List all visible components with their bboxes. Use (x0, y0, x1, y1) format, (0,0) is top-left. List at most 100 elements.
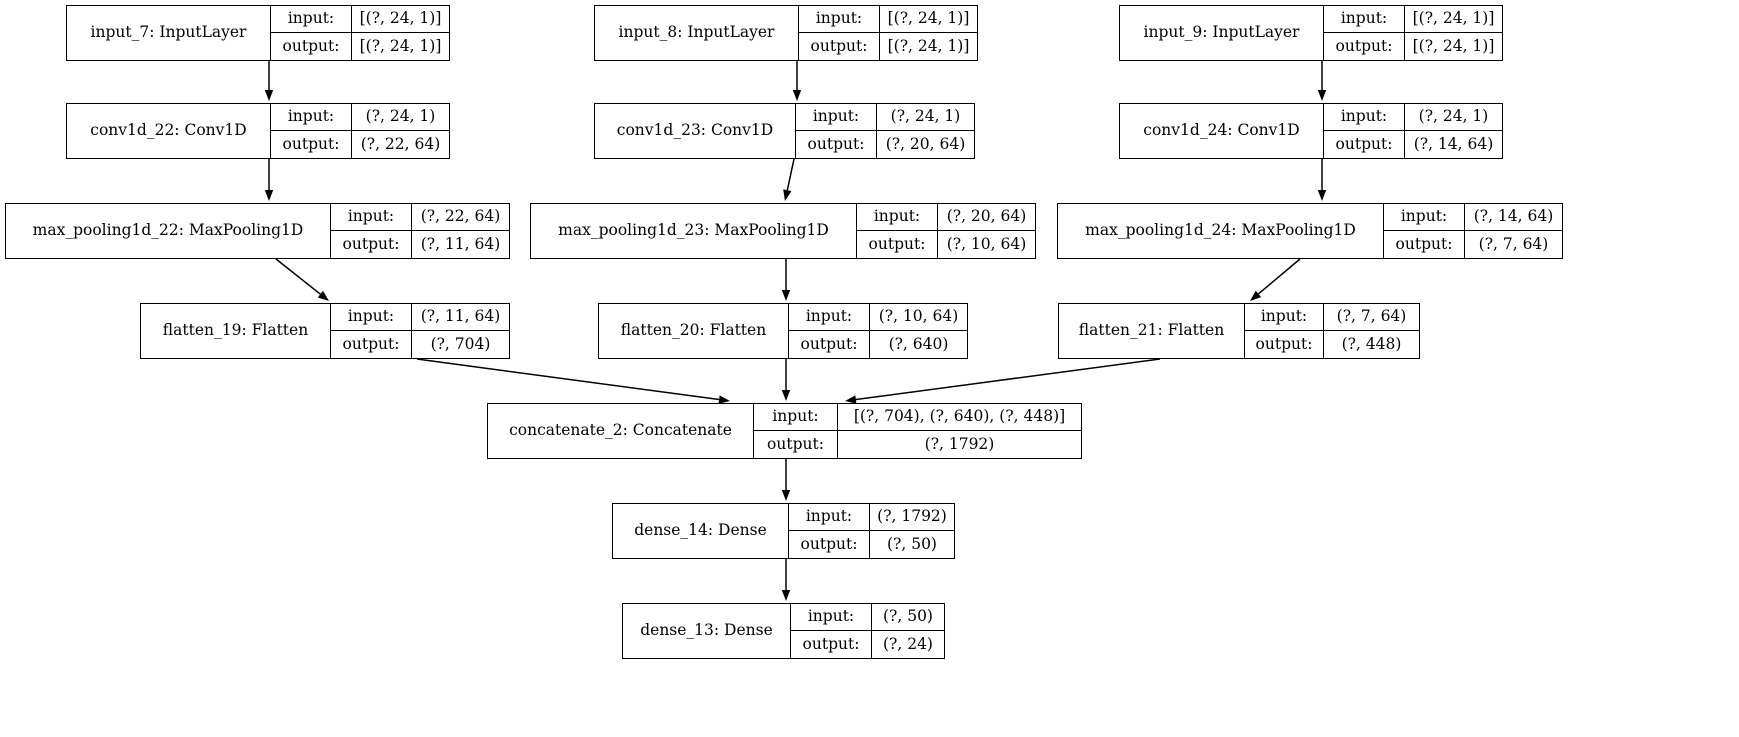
input-shape-value: (?, 20, 64) (937, 204, 1035, 230)
output-shape-value: (?, 640) (869, 331, 967, 358)
input-label: input: (287, 107, 335, 126)
output-label: output: (802, 634, 860, 653)
edge-input_8-to-conv1d_23 (792, 61, 802, 101)
layer-node-label: conv1d_23: Conv1D (616, 121, 774, 140)
layer-node-io-table: input:[(?, 704), (?, 640), (?, 448)]outp… (753, 404, 1081, 458)
edge-conv1d_23-to-max_pooling1d_23 (783, 158, 795, 201)
output-shape-value: (?, 10, 64) (937, 231, 1035, 258)
layer-node-io-table: input:(?, 11, 64)output:(?, 704) (330, 304, 509, 358)
input-shape-value: [(?, 24, 1)] (1404, 6, 1502, 32)
edge-concatenate_2-to-dense_14 (781, 459, 791, 501)
layer-node-label: dense_13: Dense (640, 621, 773, 640)
input-label: input: (873, 207, 921, 226)
edge-dense_14-to-dense_13 (781, 559, 791, 601)
input-shape-value: [(?, 704), (?, 640), (?, 448)] (837, 404, 1081, 430)
layer-node-io-table: input:(?, 50) output: (?, 24) (790, 604, 944, 658)
output-label: output: (342, 234, 400, 253)
layer-node-label: input_9: InputLayer (1143, 23, 1300, 42)
layer-node-output-row: output: [(?, 24, 1)] (1324, 33, 1502, 60)
layer-node-output-row: output:(?, 10, 64) (857, 231, 1035, 258)
edge-max_pooling1d_24-to-flatten_21 (1250, 258, 1301, 301)
output-shape-value: [(?, 24, 1)] (351, 33, 449, 60)
input-label: input: (1340, 107, 1388, 126)
input-label: input: (807, 607, 855, 626)
edge-input_9-to-conv1d_24 (1317, 61, 1327, 101)
layer-node-dense_13: dense_13: Dense input:(?, 50) output: (?, 2… (622, 603, 945, 659)
layer-node-input-row: input: [(?, 24, 1)] (799, 6, 977, 33)
input-shape-value: (?, 24, 1) (1404, 104, 1502, 130)
layer-node-label: concatenate_2: Concatenate (509, 421, 732, 440)
edge-conv1d_22-to-max_pooling1d_22 (264, 159, 274, 201)
output-label: output: (800, 334, 858, 353)
layer-node-label: flatten_21: Flatten (1078, 321, 1225, 340)
layer-node-output-row: output: (?, 640) (789, 331, 967, 358)
layer-node-output-row: output:(?, 20, 64) (796, 131, 974, 158)
layer-node-label: input_7: InputLayer (90, 23, 247, 42)
layer-node-input-row: input:[(?, 24, 1)] (271, 6, 449, 33)
output-shape-value: (?, 11, 64) (411, 231, 509, 258)
output-shape-value: [(?, 24, 1)] (879, 33, 977, 60)
layer-node-io-table: input:(?, 14, 64) output: (?, 7, 64) (1383, 204, 1562, 258)
output-label: output: (1335, 36, 1393, 55)
input-label: input: (805, 307, 853, 326)
input-shape-value: (?, 10, 64) (869, 304, 967, 330)
edge-flatten_20-to-concatenate_2 (781, 359, 791, 401)
layer-node-output-row: output:(?, 50) (789, 531, 954, 558)
output-shape-value: (?, 704) (411, 331, 509, 358)
output-label: output: (282, 36, 340, 55)
output-label: output: (282, 134, 340, 153)
output-label: output: (767, 434, 824, 453)
input-shape-value: (?, 14, 64) (1464, 204, 1562, 230)
output-label: output: (810, 36, 868, 55)
layer-node-output-row: output: [(?, 24, 1)] (799, 33, 977, 60)
output-shape-value: (?, 7, 64) (1464, 231, 1562, 258)
layer-node-input-row: input:(?, 14, 64) (1384, 204, 1562, 231)
layer-node-output-row: output: [(?, 24, 1)] (271, 33, 449, 60)
input-shape-value: (?, 7, 64) (1323, 304, 1419, 330)
input-shape-value: (?, 24, 1) (351, 104, 449, 130)
layer-node-max_pooling1d_24: max_pooling1d_24: MaxPooling1D input:(?, … (1057, 203, 1563, 259)
output-shape-value: (?, 22, 64) (351, 131, 449, 158)
output-shape-value: [(?, 24, 1)] (1404, 33, 1502, 60)
input-shape-value: (?, 11, 64) (411, 304, 509, 330)
output-label: output: (1395, 234, 1453, 253)
layer-node-io-table: input:[(?, 24, 1)] output: [(?, 24, 1)] (270, 6, 449, 60)
output-shape-value: (?, 1792) (837, 431, 1081, 458)
layer-node-io-table: input: [(?, 24, 1)] output: [(?, 24, 1)] (1323, 6, 1502, 60)
input-label: input: (805, 507, 853, 526)
edge-max_pooling1d_23-to-flatten_20 (781, 259, 791, 301)
layer-node-label: max_pooling1d_24: MaxPooling1D (1085, 221, 1356, 240)
input-shape-value: [(?, 24, 1)] (879, 6, 977, 32)
layer-node-input-row: input: [(?, 24, 1)] (1324, 6, 1502, 33)
output-label: output: (1255, 334, 1313, 353)
layer-node-input-row: input:(?, 50) (791, 604, 944, 631)
input-label: input: (815, 9, 863, 28)
layer-node-io-table: input: (?, 20, 64)output:(?, 10, 64) (856, 204, 1035, 258)
layer-node-io-table: input:(?, 24, 1)output:(?, 20, 64) (795, 104, 974, 158)
layer-node-output-row: output:(?, 448) (1245, 331, 1419, 358)
layer-node-input-row: input:(?, 24, 1) (796, 104, 974, 131)
layer-node-input-row: input: (?, 10, 64) (789, 304, 967, 331)
layer-node-io-table: input:(?, 1792)output:(?, 50) (788, 504, 954, 558)
input-label: input: (1340, 9, 1388, 28)
output-label: output: (807, 134, 865, 153)
layer-node-input-row: input:(?, 22, 64) (331, 204, 509, 231)
layer-node-input-row: input: (?, 20, 64) (857, 204, 1035, 231)
layer-node-io-table: input: (?, 7, 64)output:(?, 448) (1244, 304, 1419, 358)
output-shape-value: (?, 50) (869, 531, 954, 558)
layer-node-input-row: input:(?, 1792) (789, 504, 954, 531)
input-label: input: (1260, 307, 1308, 326)
output-shape-value: (?, 24) (871, 631, 944, 658)
edge-flatten_21-to-concatenate_2 (845, 358, 1161, 404)
input-label: input: (347, 207, 395, 226)
input-shape-value: (?, 24, 1) (876, 104, 974, 130)
